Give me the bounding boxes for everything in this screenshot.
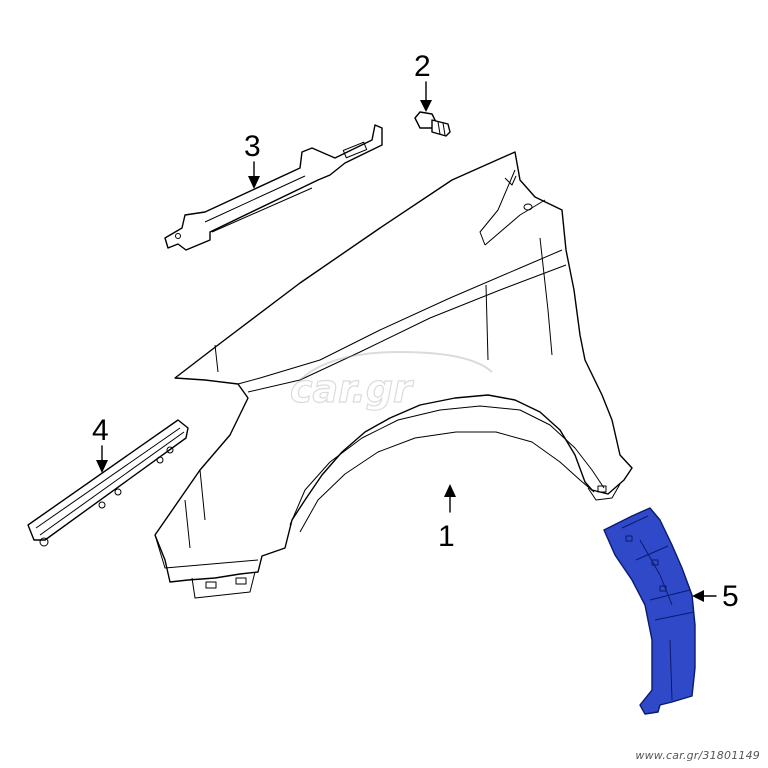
callout-1: 1: [438, 520, 455, 553]
leader-arrows: [96, 81, 717, 602]
arrow-2-icon: [420, 100, 432, 112]
liner-part: [603, 507, 696, 715]
callout-4: 4: [92, 414, 109, 447]
watermark-url: www.car.gr/31801149: [635, 749, 760, 762]
arrow-4-icon: [96, 460, 108, 473]
side-strip-part: [27, 419, 189, 547]
arrow-3-icon: [248, 176, 260, 189]
callout-3: 3: [244, 130, 261, 163]
fender-part: [154, 151, 633, 599]
arrow-5-icon: [692, 590, 704, 602]
arrow-1-icon: [444, 484, 456, 497]
watermark-logo-text: car.gr: [290, 367, 414, 411]
callout-2: 2: [414, 50, 431, 83]
upper-bracket-part: [164, 124, 383, 251]
bolt-part: [414, 111, 451, 137]
callout-5: 5: [722, 580, 739, 613]
watermark-logo: car.gr: [289, 350, 493, 412]
